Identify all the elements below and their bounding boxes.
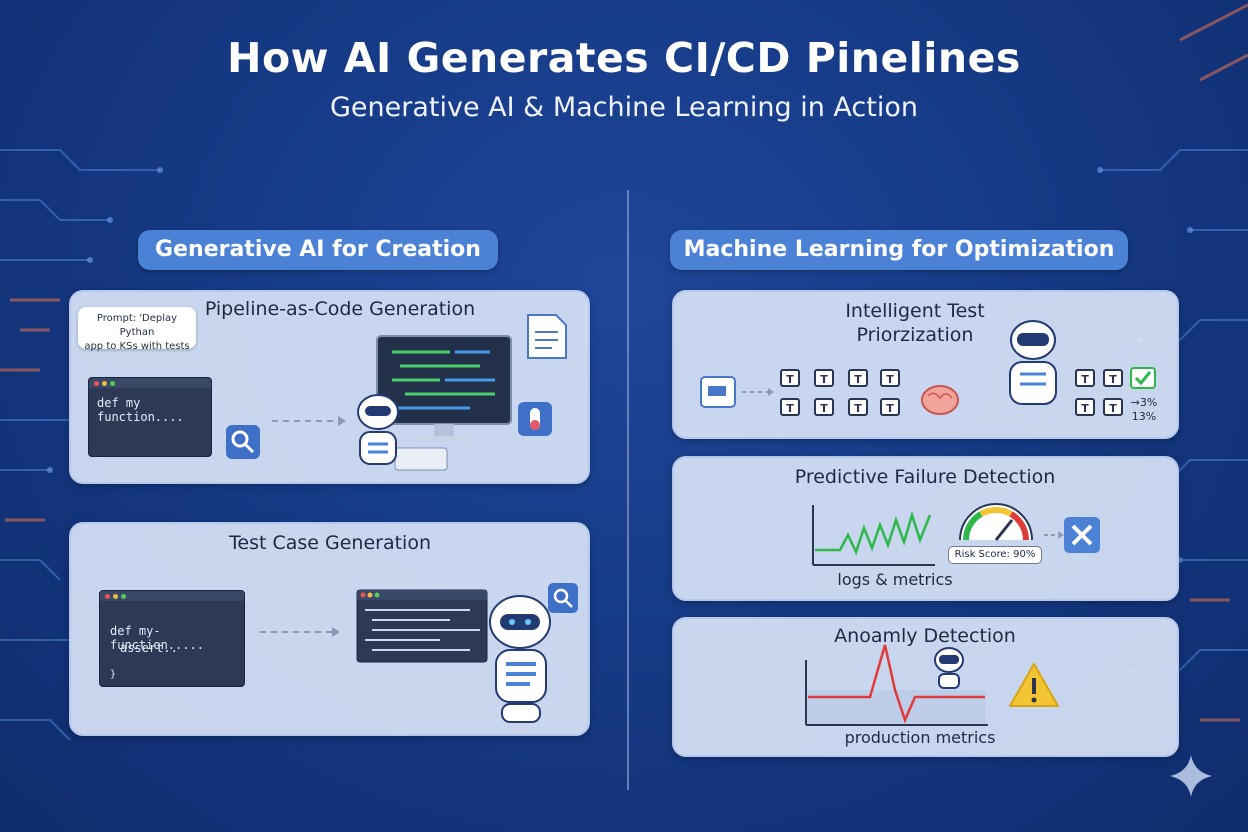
test-tile: T <box>1103 369 1123 387</box>
stat-reduction: →3% <box>1130 396 1158 409</box>
test-tile: T <box>814 369 834 387</box>
pipeline-generation-title: Pipeline-as-Code Generation <box>204 298 476 320</box>
test-tile: T <box>880 369 900 387</box>
stat-percent: 13% <box>1131 410 1157 423</box>
test-tile: T <box>814 398 834 416</box>
test-code-window: def my-function..... assert.. } <box>99 590 245 687</box>
code-window: def my function.... <box>88 377 212 457</box>
test-tile: T <box>780 369 800 387</box>
test-tile: T <box>780 398 800 416</box>
test-code-line-2: assert.. <box>120 641 178 655</box>
test-code-line-3: } <box>110 669 117 680</box>
prioritization-title-1: Intelligent Test <box>845 300 985 322</box>
prompt-line-1: Prompt: 'Deplay Pythan <box>96 313 178 338</box>
section-divider <box>627 190 629 790</box>
failure-detection-title: Predictive Failure Detection <box>794 466 1056 488</box>
window-titlebar <box>100 591 244 601</box>
page-title: How AI Generates CI/CD Pinelines <box>227 34 1021 82</box>
test-tile: T <box>848 398 868 416</box>
risk-score-label: Risk Score: 90% <box>948 546 1042 564</box>
code-snippet: def my function.... <box>97 396 184 424</box>
machine-learning-heading: Machine Learning for Optimization <box>670 230 1128 270</box>
logs-caption: logs & metrics <box>837 570 953 589</box>
test-generation-title: Test Case Generation <box>229 532 431 554</box>
anomaly-detection-title: Anoamly Detection <box>834 625 1016 647</box>
production-metrics-caption: production metrics <box>844 728 996 747</box>
generative-ai-heading: Generative AI for Creation <box>138 230 498 270</box>
test-tile: T <box>848 369 868 387</box>
test-tile: T <box>1103 398 1123 416</box>
window-titlebar <box>89 378 211 388</box>
prompt-bubble: Prompt: 'Deplay Pythan app to KSs with t… <box>78 307 196 352</box>
test-tile: T <box>1075 398 1095 416</box>
page-subtitle: Generative AI & Machine Learning in Acti… <box>330 92 918 123</box>
prompt-line-2: app to KSs with tests <box>84 341 190 352</box>
test-code-line-1: def my-function..... <box>110 624 204 652</box>
test-tile: T <box>880 398 900 416</box>
prioritization-title-2: Priorzization <box>856 324 974 346</box>
test-tile: T <box>1075 369 1095 387</box>
